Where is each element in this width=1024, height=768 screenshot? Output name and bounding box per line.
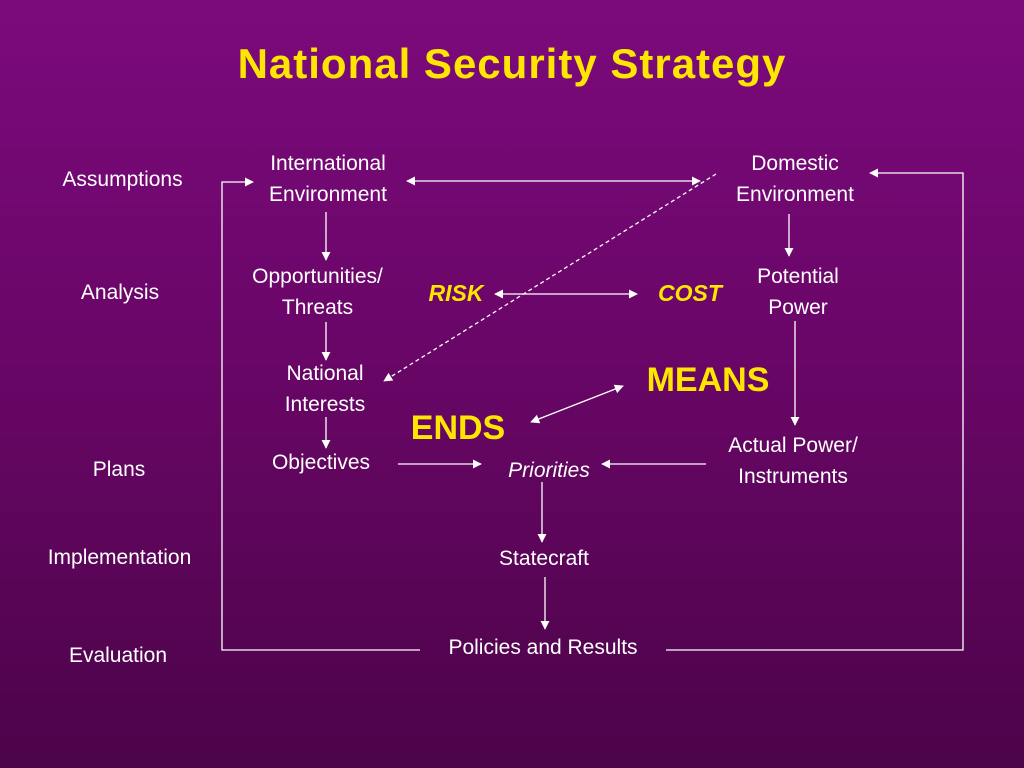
node-line: National <box>286 362 364 385</box>
node-opportunities-threats: Opportunities/ Threats <box>225 261 410 323</box>
row-label-implementation: Implementation <box>47 546 192 569</box>
node-line: International <box>270 152 386 175</box>
node-line: Potential <box>757 265 839 288</box>
node-line: Actual Power/ <box>728 434 858 457</box>
feedback-line-right <box>666 168 964 651</box>
node-line: Interests <box>284 393 366 416</box>
node-line: Opportunities/ <box>252 265 383 288</box>
label-means: MEANS <box>646 361 770 399</box>
node-line: Environment <box>269 183 387 206</box>
node-domestic-environment: Domestic Environment <box>705 148 885 210</box>
node-actual-power: Actual Power/ Instruments <box>693 430 893 492</box>
row-label-assumptions: Assumptions <box>62 168 183 191</box>
node-potential-power: Potential Power <box>718 261 878 323</box>
label-ends: ENDS <box>410 409 506 447</box>
node-line: Domestic <box>751 152 839 175</box>
row-label-analysis: Analysis <box>80 281 160 304</box>
node-line: Instruments <box>738 465 848 488</box>
dashed-arrow-domestic-interests <box>383 173 717 382</box>
node-policies-results: Policies and Results <box>448 636 638 659</box>
node-line: Threats <box>281 296 354 319</box>
node-line: Power <box>768 296 828 319</box>
row-label-evaluation: Evaluation <box>68 644 168 667</box>
node-line: Environment <box>736 183 854 206</box>
node-priorities: Priorities <box>508 459 590 482</box>
label-cost: COST <box>658 280 722 306</box>
arrow-means-ends <box>530 384 624 424</box>
node-objectives: Objectives <box>271 451 371 474</box>
page-title: National Security Strategy <box>237 40 787 87</box>
node-statecraft: Statecraft <box>499 547 589 570</box>
node-international-environment: International Environment <box>233 148 423 210</box>
node-national-interests: National Interests <box>250 358 400 420</box>
label-risk: RISK <box>428 280 484 306</box>
feedback-line-left <box>221 177 420 651</box>
row-label-plans: Plans <box>92 458 146 481</box>
